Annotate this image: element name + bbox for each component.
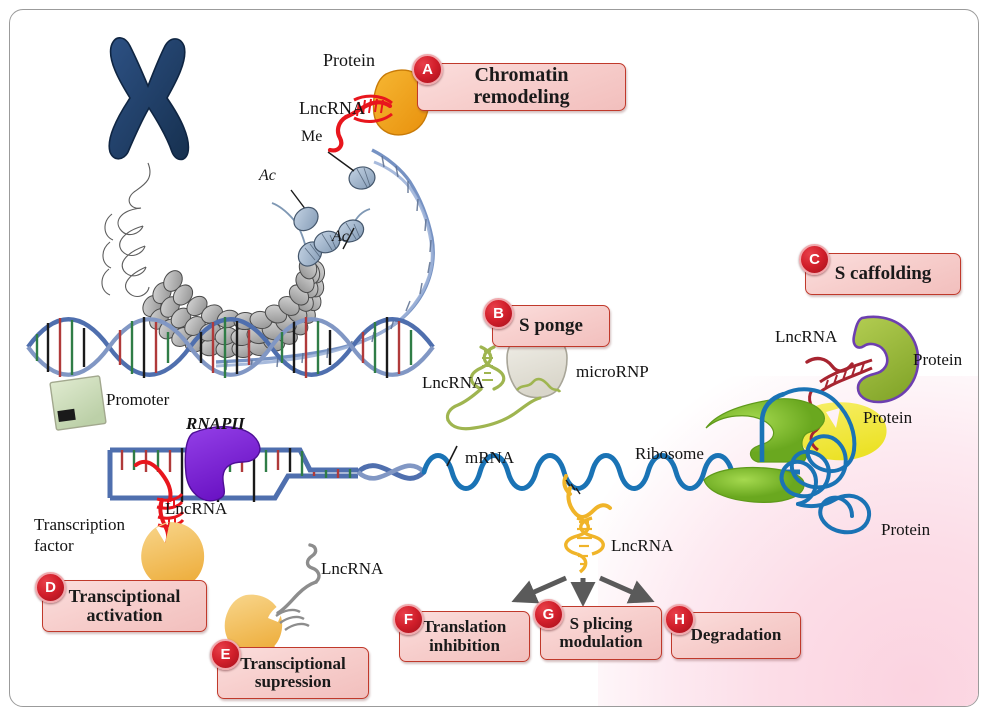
panel-badge-h[interactable]: H [664,604,695,635]
panel-badge-b[interactable]: B [483,298,514,329]
transcriptional-suppression-complex [224,543,321,656]
rnapii-polymerase [184,426,261,502]
panel-badge-e[interactable]: E [210,639,241,670]
lncrna-gold-mrna [562,474,612,574]
chromosome-icon [108,37,190,161]
panel-badge-c[interactable]: C [799,244,830,275]
panel-label-transcriptional-activation[interactable]: Transciptional activation [42,580,207,632]
lncrna-label-mrna: LncRNA [611,536,674,555]
acetyl-label-1: Ac [259,167,276,184]
mrna-label: mRNA [465,448,515,467]
transcription-factor-shape [141,522,205,589]
dna-base-pairs [35,317,413,378]
chromatin-remodeling-complex [327,69,430,153]
panel-label-text-c: S caffolding [834,262,932,284]
ribosome [703,391,825,503]
promoter-box [49,375,107,431]
protein-green-scaffold [852,315,920,404]
lncrna-helix-rungs [356,98,384,117]
protein-label-folded: Protein [881,520,931,539]
transcription-factor-label: Transcription factor [34,515,125,555]
diagram-graphics [26,37,920,656]
panel-label-text-h: Degradation [690,625,782,645]
acetyl-leader-line-2 [342,227,355,250]
panel-label-text-d-line1: Transciptional [68,585,181,606]
gene-body-transcription-bubble [107,447,426,502]
mrna-leader-line [446,445,458,467]
chromatin-fiber [101,162,151,298]
rnapii-label: RNAPII [186,414,245,433]
protein-folding-coil [779,387,871,535]
outcome-arrows [511,575,655,607]
panel-label-text-e-line1: Transciptional [240,653,346,673]
panel-label-text-g-line1: S plicing [569,613,633,633]
methyl-leader-line [327,151,355,172]
arrow-to-translation-inhibition [511,575,568,604]
lncrna-label-suppression: LncRNA [321,559,384,578]
panel-label-text-b: S ponge [519,314,583,336]
panel-label-text-e-line2: supression [254,672,332,691]
lncrna-label-chromatin: LncRNA [299,98,365,118]
histone-bead-acetylated [293,206,319,232]
protein-label-scaffold-yellow: Protein [863,408,913,427]
arrow-to-degradation [598,575,655,604]
scaffolding-complex [797,315,920,461]
protein-label-chromatin: Protein [323,50,375,70]
dna-double-helix-main [26,317,435,378]
acetyl-label-2: Ac [332,228,349,245]
ribosome-small-subunit [703,466,805,503]
panel-badge-g[interactable]: G [533,599,564,630]
promoter-label: Promoter [106,390,170,409]
panel-badge-d[interactable]: D [35,572,66,603]
ribosome-label: Ribosome [635,444,704,463]
nucleosome-beads-on-string [271,151,376,267]
ribosome-large-subunit [705,398,825,463]
panel-label-text-f-line1: Translation [422,617,507,637]
figure-frame: Protein LncRNA Me Ac Ac Promoter RNAPII … [9,9,979,707]
panel-label-text-a: Chromatin remodeling [473,64,570,108]
panel-badge-a[interactable]: A [412,54,443,85]
panel-label-scaffolding[interactable]: S caffolding [805,253,961,295]
panel-label-transcriptional-supression[interactable]: Transciptional supression [217,647,369,699]
lncrna-label-promoter: LncRNA [165,499,228,518]
lncrna-label-sponge: LncRNA [422,373,485,392]
panel-label-text-d-line2: activation [86,605,163,625]
lncrna-green-helix [445,345,542,431]
panel-label-text-g-line2: modulation [559,632,643,651]
lncrna-label-scaffold: LncRNA [775,327,838,346]
panel-label-sponge[interactable]: S ponge [492,305,610,347]
micrornp-label: microRNP [576,362,649,381]
protein-label-scaffold-green: Protein [913,350,963,369]
methyl-label: Me [301,128,323,145]
panel-label-chromatin-remodeling[interactable]: Chromatin remodeling [417,63,626,111]
panel-badge-f[interactable]: F [393,604,424,635]
panel-label-text-f-line2: inhibition [429,635,500,655]
